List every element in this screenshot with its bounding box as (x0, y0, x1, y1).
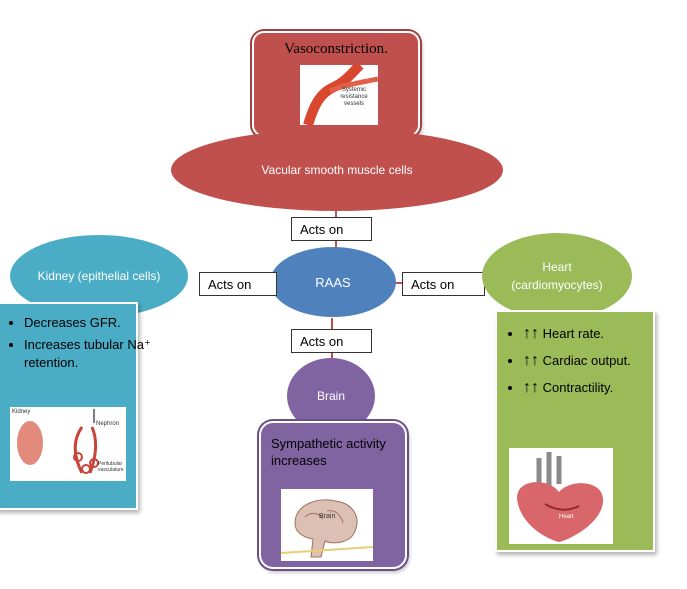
kidney-effect-item: Increases tubular Na⁺ retention. (24, 336, 152, 372)
heart-ellipse: Heart (cardiomyocytes) (482, 233, 632, 319)
vessel-caption: Systemic resistance vessels (340, 87, 368, 107)
vessel-image: Systemic resistance vessels (300, 61, 379, 127)
kidney-image-label: Kidney (12, 409, 31, 415)
kidney-effects-list: Decreases GFR. Increases tubular Na⁺ ret… (6, 314, 152, 376)
up-arrows-icon: ↑↑ (523, 379, 539, 396)
heart-image-label: Heart (559, 514, 574, 520)
heart-effect-text: Contractility. (542, 380, 614, 395)
vascular-smooth-muscle-ellipse: Vacular smooth muscle cells (171, 129, 503, 211)
brain-icon (280, 499, 374, 558)
up-arrows-icon: ↑↑ (523, 325, 539, 342)
brain-card: Sympathetic activity increases Brain (259, 421, 407, 569)
acts-on-bottom: Acts on (291, 329, 372, 353)
heart-effect-text: Cardiac output. (542, 353, 631, 368)
up-arrows-icon: ↑↑ (523, 352, 539, 369)
vasoconstriction-title: Vasoconstriction. (284, 41, 388, 57)
kidney-effect-item: Decreases GFR. (24, 314, 152, 332)
nephron-image-label: Nephron (96, 421, 120, 427)
heart-card: ↑↑ Heart rate. ↑↑ Cardiac output. ↑↑ Con… (495, 310, 655, 552)
vessel-icon (303, 61, 379, 127)
raas-ellipse: RAAS (270, 247, 396, 317)
kidney-icon (17, 409, 99, 474)
brain-image-label: Brain (319, 513, 336, 520)
brain-image: Brain (280, 489, 374, 561)
heart-effect-item: ↑↑ Heart rate. (523, 324, 667, 343)
vascular-label: Vacular smooth muscle cells (261, 163, 413, 177)
vasculature-image-label: Peritubular vasculature (98, 461, 124, 473)
acts-on-top: Acts on (291, 217, 372, 241)
kidney-label: Kidney (epithelial cells) (37, 269, 161, 283)
raas-label: RAAS (315, 274, 351, 290)
kidney-card: Decreases GFR. Increases tubular Na⁺ ret… (0, 302, 151, 510)
heart-sublabel: (cardiomyocytes) (511, 278, 603, 292)
heart-effect-text: Heart rate. (542, 326, 605, 341)
acts-on-right: Acts on (402, 272, 485, 296)
heart-icon (517, 452, 604, 542)
heart-label: Heart (542, 260, 572, 274)
heart-effect-item: ↑↑ Cardiac output. (523, 351, 667, 370)
acts-on-left: Acts on (199, 272, 277, 296)
kidney-image: Kidney Nephron Peritubular vasculature (10, 407, 126, 481)
brain-label: Brain (316, 389, 345, 403)
heart-image: Heart (509, 448, 613, 544)
vasoconstriction-card: Vasoconstriction. Systemic resistance ve… (252, 31, 420, 137)
heart-effects-list: ↑↑ Heart rate. ↑↑ Cardiac output. ↑↑ Con… (505, 324, 667, 401)
heart-effect-item: ↑↑ Contractility. (523, 378, 667, 397)
brain-effect-text: Sympathetic activity increases (271, 436, 386, 468)
